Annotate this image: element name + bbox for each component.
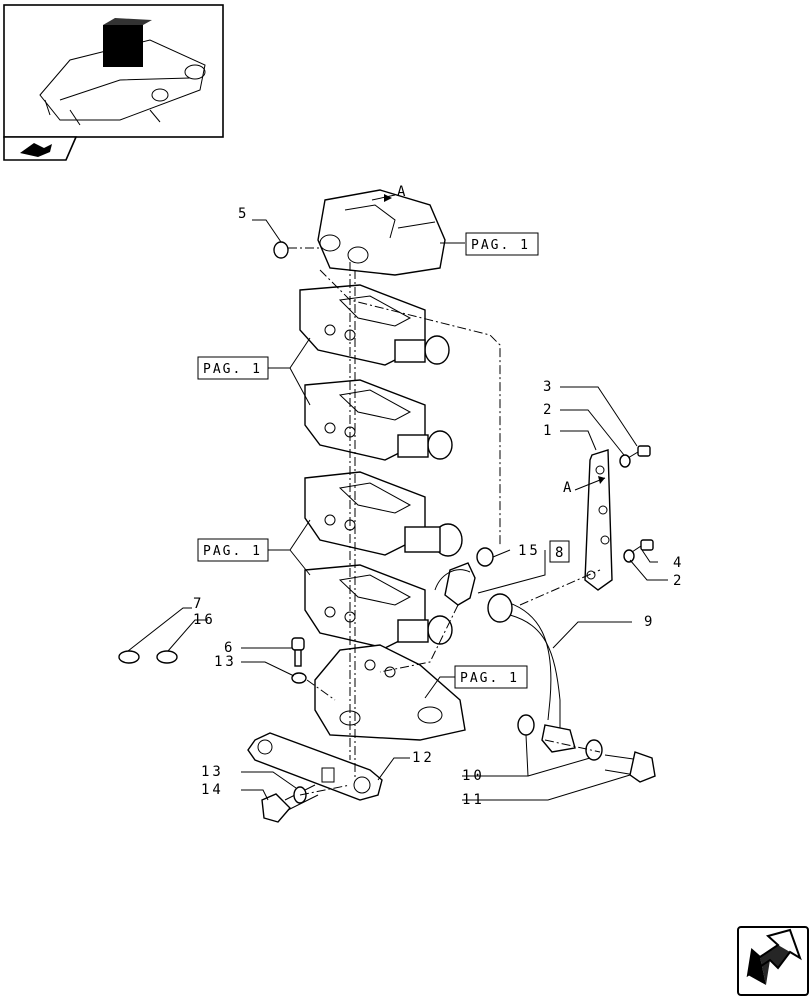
callout-5: 5 — [238, 206, 249, 222]
callout-13-upper: 13 — [214, 654, 237, 670]
view-direction-arrow-icon[interactable] — [3, 136, 78, 161]
screw-4 — [631, 539, 654, 553]
valve-section-3 — [304, 471, 463, 557]
top-adaptor-block — [317, 189, 446, 276]
bolt-11 — [604, 751, 656, 783]
washer-2b — [623, 549, 635, 563]
bolt-14 — [261, 784, 319, 823]
link-bracket — [247, 732, 383, 801]
callout-14: 14 — [201, 782, 224, 798]
callout-9: 9 — [644, 614, 655, 630]
screw-3 — [627, 445, 651, 459]
callout-13-lower: 13 — [201, 764, 224, 780]
page-ref-left-lower-label: PAG. 1 — [203, 544, 262, 559]
valve-section-1 — [299, 284, 450, 366]
next-page-arrow-icon — [746, 928, 802, 985]
o-ring-7 — [118, 650, 140, 664]
callout-11: 11 — [462, 792, 485, 808]
callout-6: 6 — [224, 640, 235, 656]
callout-7: 7 — [193, 596, 204, 612]
page-ref-bottom-label: PAG. 1 — [460, 671, 519, 686]
page-ref-top-label: PAG. 1 — [471, 238, 530, 253]
o-ring-16 — [156, 650, 178, 664]
callout-4: 4 — [673, 555, 684, 571]
washer-2a — [619, 454, 631, 468]
callout-10: 10 — [462, 768, 485, 784]
callout-15: 15 — [518, 543, 541, 559]
washer-13a — [291, 672, 307, 684]
callout-16: 16 — [193, 612, 216, 628]
callout-2-lower: 2 — [673, 573, 684, 589]
callout-3: 3 — [543, 379, 554, 395]
o-ring-15 — [476, 547, 494, 567]
page-ref-left-lower[interactable]: PAG. 1 — [197, 538, 269, 562]
callout-8-box: 8 — [549, 540, 570, 563]
o-ring-5 — [273, 241, 289, 259]
washer-10b — [585, 739, 603, 761]
callout-1: 1 — [543, 423, 554, 439]
page-ref-top[interactable]: PAG. 1 — [465, 232, 539, 256]
view-marker-a-right: A — [563, 480, 574, 496]
base-end-plate — [314, 644, 466, 741]
callout-12: 12 — [412, 750, 435, 766]
next-page-button[interactable] — [737, 926, 809, 996]
support-bracket-1 — [584, 449, 613, 591]
leader-lines — [127, 219, 668, 801]
valve-section-2 — [304, 379, 453, 461]
callout-2-upper: 2 — [543, 402, 554, 418]
washer-10a — [517, 714, 535, 736]
view-arrow-a-right — [574, 476, 606, 491]
thumbnail-panel[interactable] — [3, 4, 224, 138]
callout-8: 8 — [555, 545, 566, 561]
page-ref-bottom[interactable]: PAG. 1 — [454, 665, 528, 689]
valve-section-4 — [304, 564, 453, 649]
tractor-rear-hitch-thumbnail — [39, 18, 206, 126]
view-marker-a-top: A — [397, 184, 408, 200]
bolt-6 — [291, 637, 305, 667]
view-arrow-a-top — [371, 194, 396, 202]
assembly-centerlines — [288, 247, 601, 796]
page-ref-left-upper[interactable]: PAG. 1 — [197, 356, 269, 380]
page-ref-left-upper-label: PAG. 1 — [203, 362, 262, 377]
